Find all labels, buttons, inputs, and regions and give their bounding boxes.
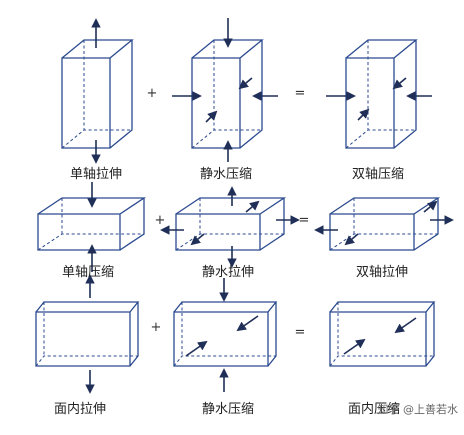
caption-uniaxial-tension: 单轴拉伸: [70, 167, 122, 182]
watermark-text: 知乎 @上善若水: [378, 402, 459, 416]
box-uniaxial-compression: [37, 182, 147, 272]
caption-biaxial-compression: 双轴压缩: [352, 166, 404, 182]
caption-uniaxial-compression: 单轴压缩: [62, 264, 114, 280]
box-hydrostatic-compression-2: [173, 278, 278, 392]
box-hydrostatic-tension: [160, 186, 300, 268]
caption-hydrostatic-tension: 静水拉伸: [202, 265, 254, 280]
plus-operator-row3: +: [151, 320, 162, 335]
box-hydrostatic-compression-1: [172, 18, 278, 162]
equals-operator-row2: =: [299, 213, 310, 228]
caption-hydrostatic-compression-2: 静水压缩: [202, 401, 254, 417]
box-biaxial-compression: [326, 39, 432, 149]
box-in-plane-tension: [35, 274, 140, 394]
box-uniaxial-tension: [61, 18, 134, 164]
caption-in-plane-tension: 面内拉伸: [54, 401, 106, 417]
box-in-plane-compression: [329, 301, 436, 367]
caption-in-plane-compression: 面内压缩: [348, 401, 400, 417]
equals-operator-row1: =: [295, 86, 306, 101]
equals-operator-row3: =: [295, 325, 306, 340]
plus-operator-row2: +: [155, 213, 166, 228]
caption-biaxial-tension: 双轴拉伸: [356, 265, 408, 280]
box-biaxial-tension: [314, 197, 454, 251]
caption-hydrostatic-compression-1: 静水压缩: [200, 166, 252, 182]
plus-operator-row1: +: [147, 86, 158, 101]
